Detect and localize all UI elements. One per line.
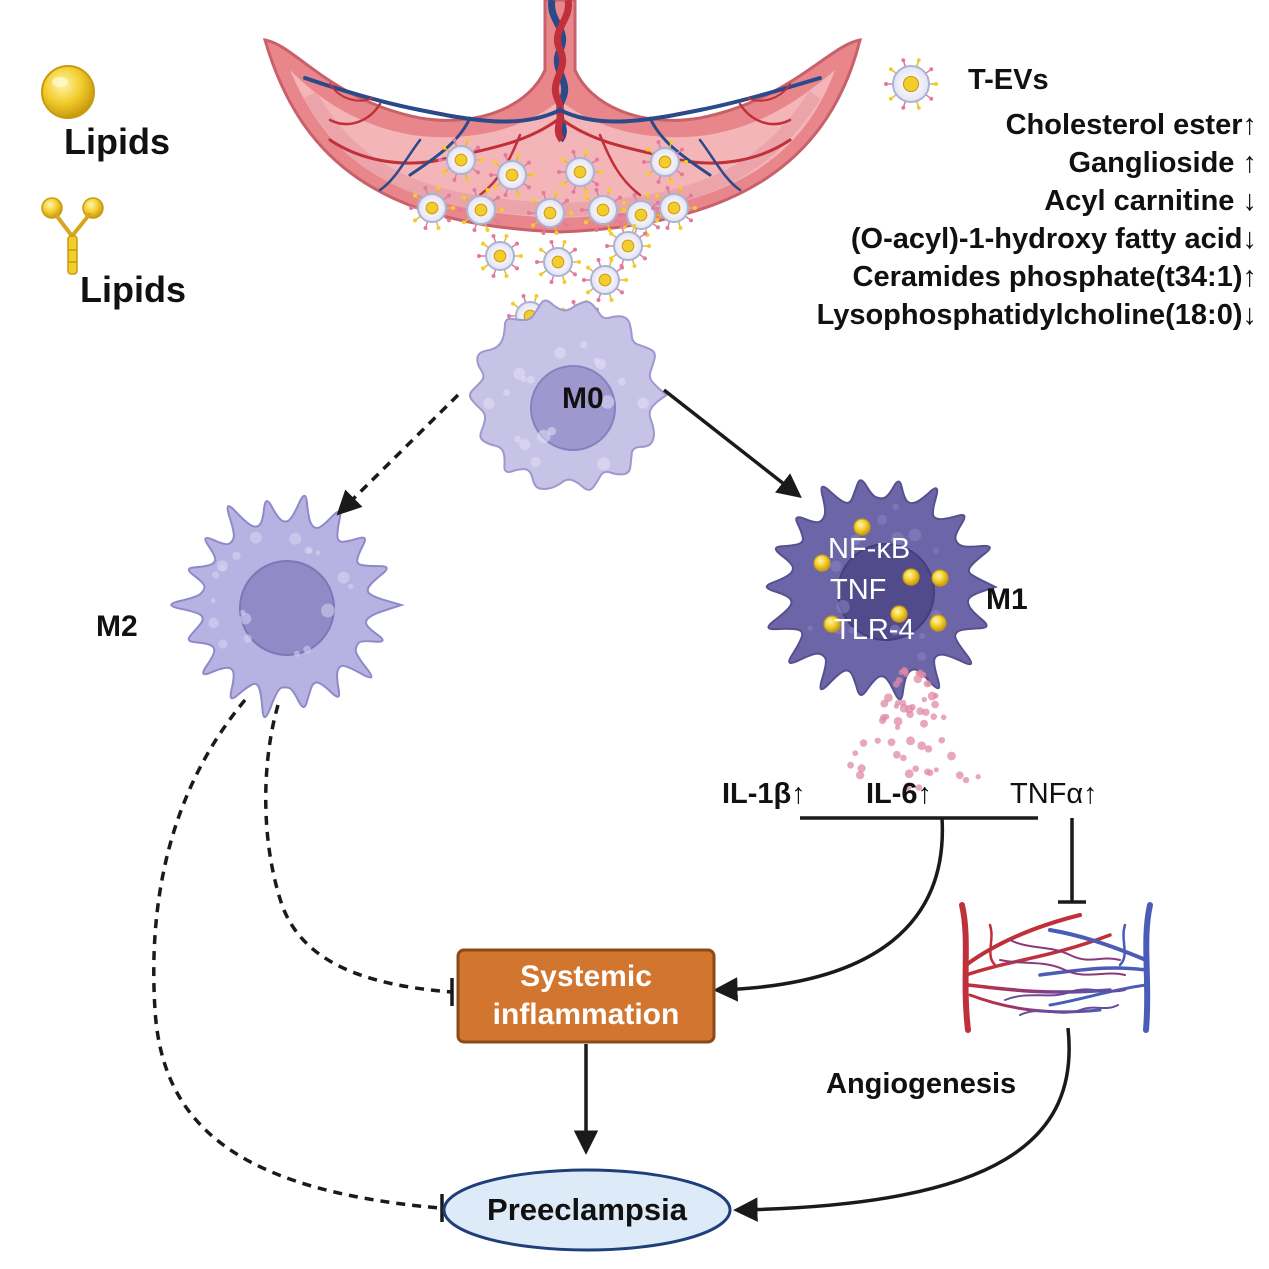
- preeclampsia-ellipse: [442, 1168, 732, 1252]
- tevs-change-item: Acyl carnitine ↓: [1044, 185, 1257, 217]
- lipid-molecule-icon: [41, 197, 104, 275]
- systemic-inflammation-line2: inflammation: [492, 998, 680, 1031]
- m2-to-preeclampsia-inhibition: [152, 698, 441, 1210]
- m1-marker-nfkb: NF-κB: [828, 533, 911, 565]
- angiogenesis-vessel-network: [959, 902, 1153, 1033]
- systemic-inflammation-label: Systemic inflammation: [458, 950, 714, 1042]
- m0-to-m2-arrow: [336, 393, 460, 516]
- legend-lipid-molecule-label: Lipids: [80, 269, 186, 310]
- m2-to-systemic-inhibition: [264, 704, 453, 994]
- tevs-lipid-changes-list: Cholesterol ester↑ Ganglioside ↑ Acyl ca…: [817, 106, 1257, 334]
- angiogenesis-to-preeclampsia-arrow: [733, 1027, 1071, 1222]
- m1-macrophage: [765, 479, 998, 701]
- cytokine-tnfa: TNFα↑: [1010, 778, 1098, 810]
- m0-label: M0: [562, 382, 604, 415]
- tevs-change-item: Cholesterol ester↑: [1005, 109, 1257, 141]
- angiogenesis-label: Angiogenesis: [826, 1068, 1017, 1100]
- legend-lipid-droplet-label: Lipids: [64, 121, 170, 162]
- m1-label: M1: [986, 583, 1028, 616]
- m2-label: M2: [96, 610, 138, 643]
- tevs-change-item: Ganglioside ↑: [1068, 147, 1257, 179]
- m2-macrophage: [170, 494, 405, 718]
- cytokine-il1b: IL-1β↑: [722, 778, 806, 810]
- preeclampsia-label: Preeclampsia: [487, 1192, 687, 1227]
- systemic-inflammation-line1: Systemic: [520, 960, 652, 993]
- m0-macrophage: [469, 299, 669, 491]
- connector-lines: [152, 388, 1086, 1222]
- cytokines-to-systemic-arrow: [713, 817, 945, 1002]
- vesicle-cluster: [409, 138, 697, 387]
- cytokine-il6: IL-6↑: [866, 778, 933, 810]
- cytokine-release: [847, 666, 981, 791]
- m1-marker-tlr4: TLR-4: [834, 614, 915, 646]
- m0-to-m1-arrow: [662, 388, 802, 499]
- tevs-title: T-EVs: [968, 64, 1049, 96]
- systemic-inflammation-box: [456, 948, 716, 1044]
- tevs-change-item: Lysophosphatidylcholine(18:0)↓: [816, 299, 1257, 331]
- lipid-droplet-icon: [41, 65, 95, 119]
- extracellular-vesicle-icon: [884, 58, 938, 110]
- m1-marker-tnf: TNF: [830, 574, 887, 606]
- tevs-change-item: Ceramides phosphate(t34:1)↑: [852, 261, 1258, 293]
- tevs-change-item: (O-acyl)-1-hydroxy fatty acid↓: [850, 223, 1257, 255]
